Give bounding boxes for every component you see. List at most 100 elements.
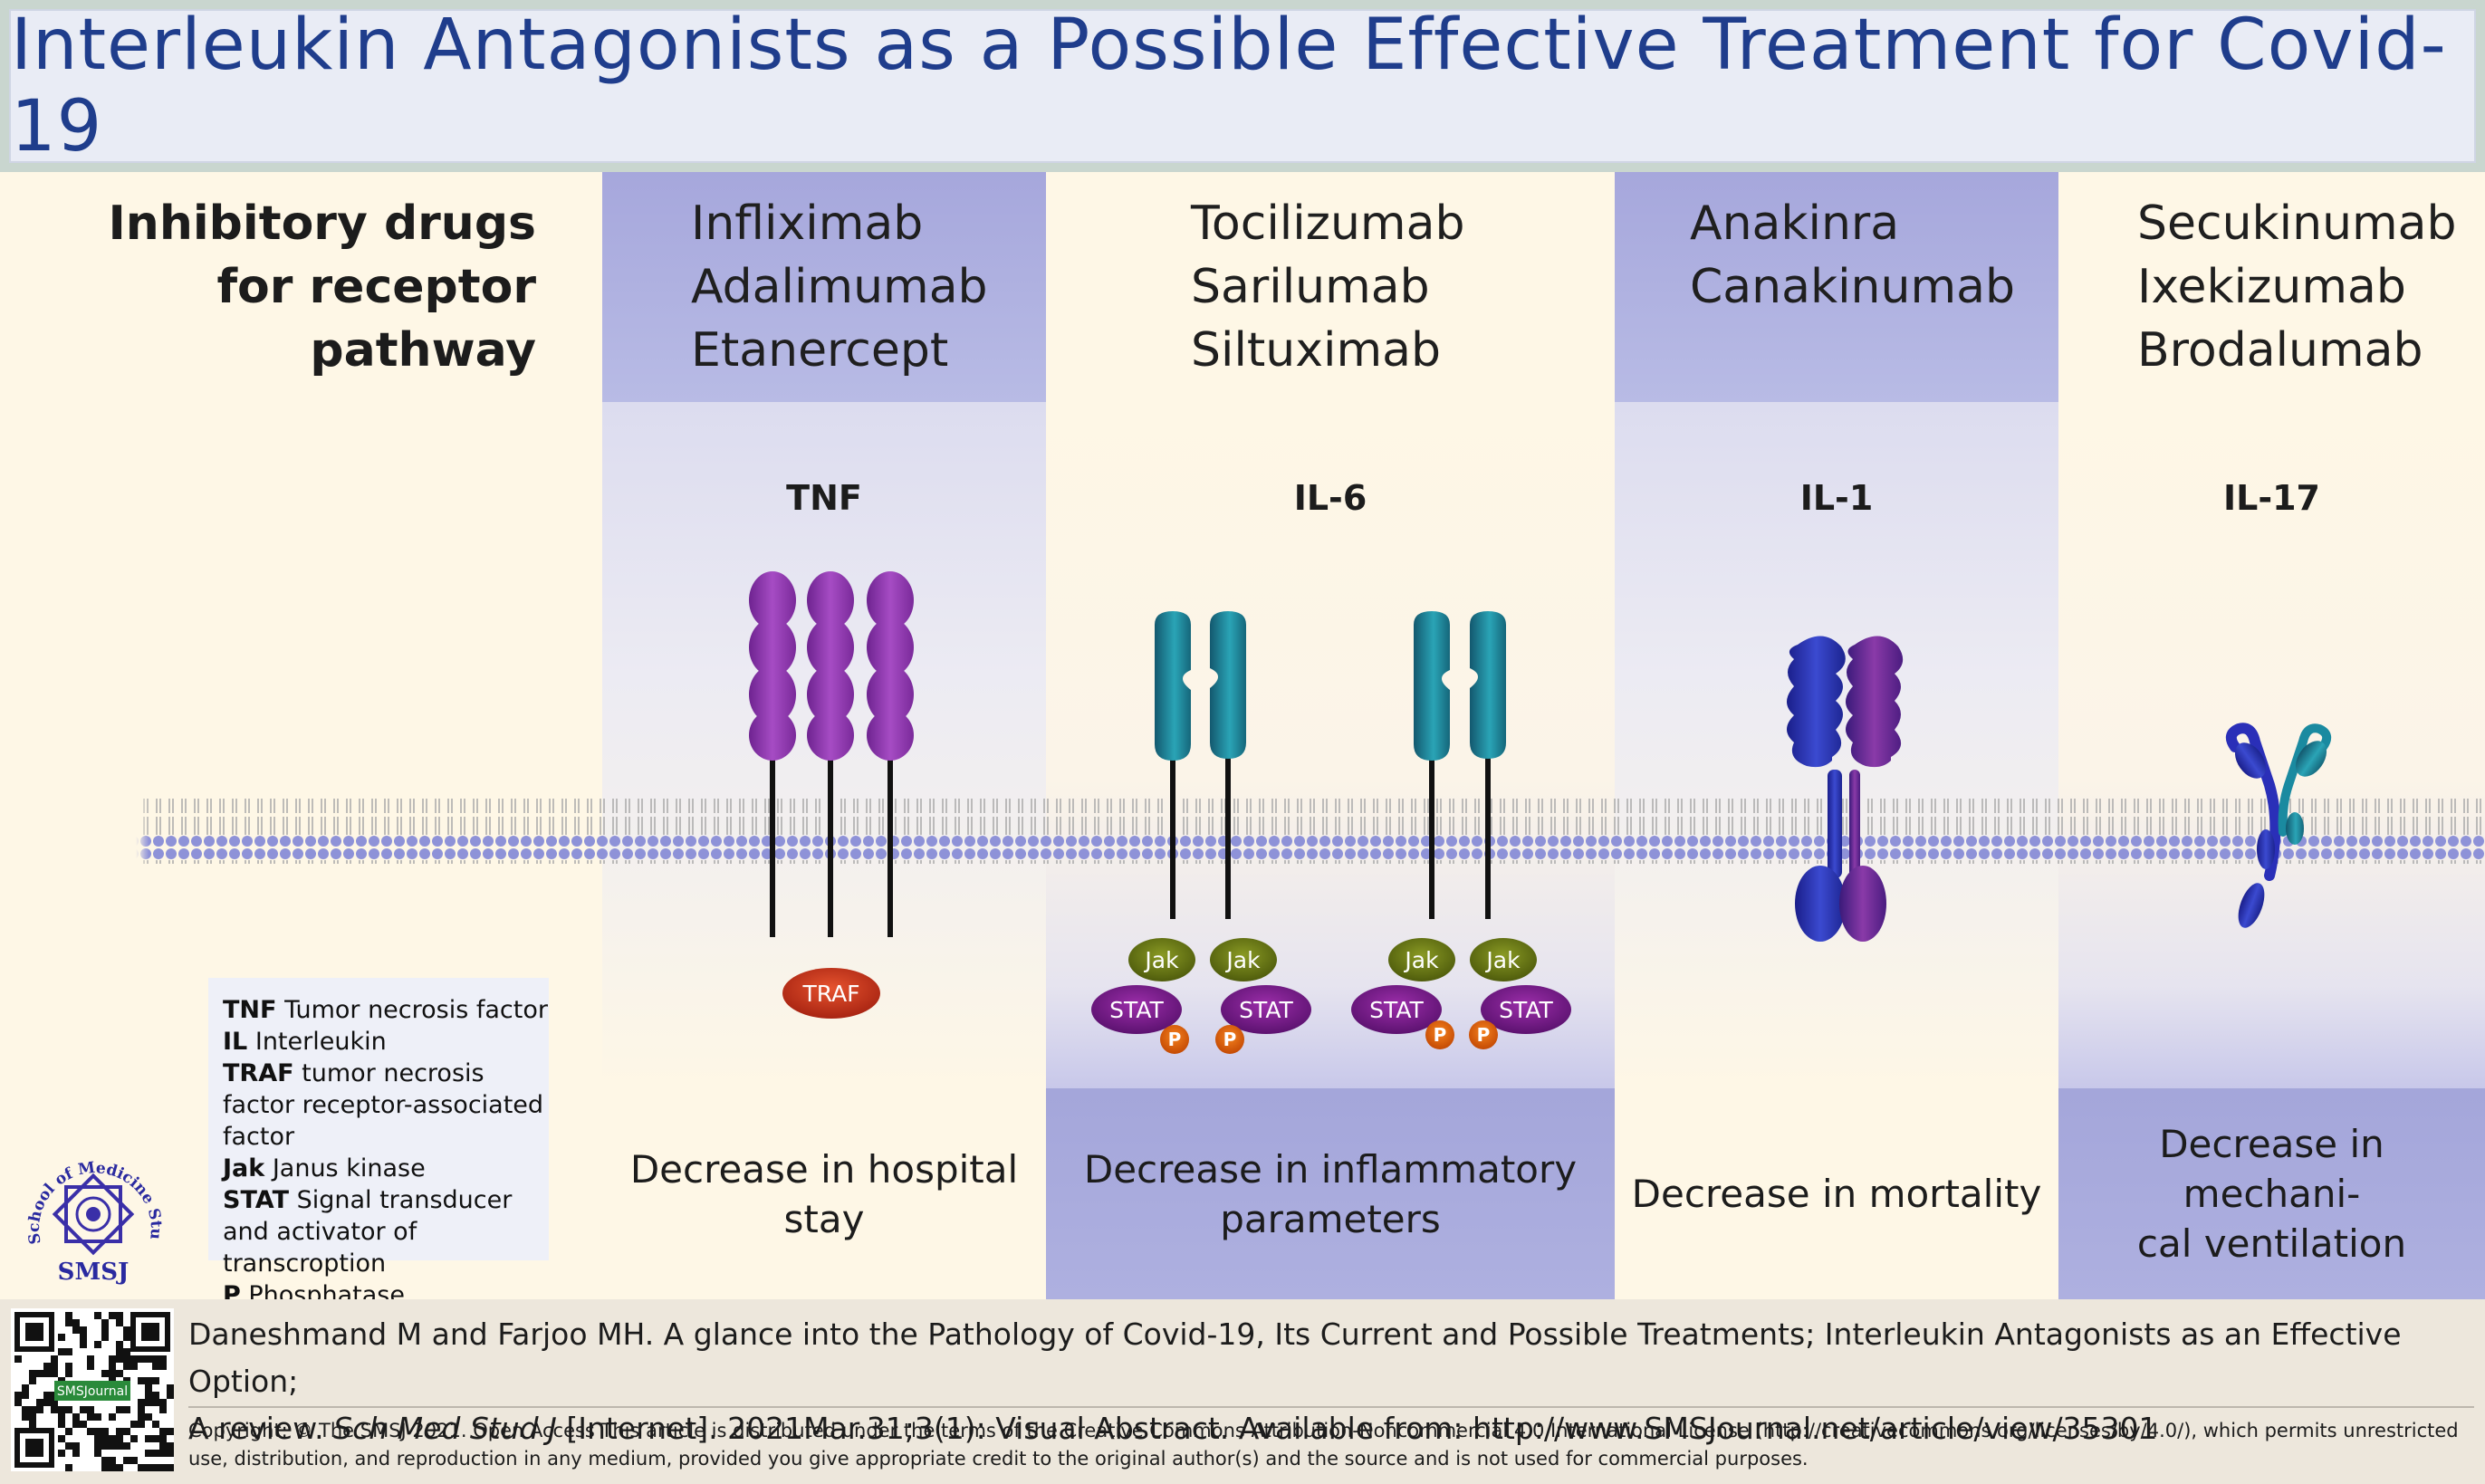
- qr-module: [36, 1370, 43, 1377]
- qr-module: [109, 1435, 116, 1442]
- qr-module: [123, 1348, 130, 1355]
- outcome-text: stay: [783, 1196, 865, 1241]
- qr-module: [138, 1464, 145, 1471]
- stat-label: STAT: [1369, 997, 1424, 1023]
- logo-initials: SMSJ: [58, 1259, 130, 1286]
- tnf-drug-header: Infliximab Adalimumab Etanercept: [602, 172, 1046, 402]
- qr-module: [159, 1428, 167, 1435]
- qr-module: [22, 1413, 29, 1421]
- qr-module: [65, 1348, 72, 1355]
- drug-list: Secukinumab Ixekizumab Brodalumab: [2137, 192, 2457, 382]
- drug-name: Ixekizumab: [2137, 260, 2406, 314]
- qr-module: [109, 1355, 116, 1363]
- qr-module: [101, 1370, 109, 1377]
- qr-module: [145, 1392, 152, 1399]
- qr-module: [101, 1442, 109, 1450]
- legend-item: STAT Signal transducer and activator of …: [223, 1184, 549, 1279]
- qr-module: [123, 1442, 130, 1450]
- qr-module: [94, 1450, 101, 1457]
- qr-label: SMSJournal: [57, 1384, 128, 1399]
- qr-module: [167, 1428, 174, 1435]
- footer: [0, 1299, 2485, 1484]
- qr-module: [14, 1355, 22, 1363]
- qr-module: [152, 1363, 159, 1370]
- outcome-text: Decrease in mechani-: [2159, 1122, 2384, 1216]
- qr-module: [152, 1399, 159, 1406]
- qr-module: [22, 1392, 29, 1399]
- jak-label: Jak: [1484, 947, 1521, 973]
- qr-module: [145, 1435, 152, 1442]
- drug-name: Tocilizumab: [1191, 196, 1465, 251]
- copyright: Copyright: © The SMSJ 2021. Open Access …: [188, 1420, 2459, 1470]
- qr-module: [94, 1413, 101, 1421]
- jak-marker: [1470, 938, 1537, 981]
- phosphate-label: P: [1168, 1029, 1182, 1050]
- outcome-text: Decrease in mortality: [1631, 1172, 2042, 1216]
- qr-module: [80, 1334, 87, 1341]
- qr-module: [51, 1399, 58, 1406]
- footer-divider: [188, 1406, 2474, 1408]
- qr-module: [123, 1457, 130, 1464]
- legend-item: IL Interleukin: [223, 1026, 549, 1058]
- il6-drug-header: Tocilizumab Sarilumab Siltuximab: [1046, 172, 1615, 402]
- qr-module: [43, 1392, 51, 1399]
- qr-module: [159, 1406, 167, 1413]
- qr-code[interactable]: SMSJournal: [11, 1308, 174, 1471]
- outcome-text: Decrease in inflammatory: [1083, 1146, 1578, 1192]
- legend-text: Interleukin: [254, 1028, 387, 1056]
- qr-module: [101, 1457, 109, 1464]
- legend-abbr: IL: [223, 1028, 248, 1056]
- citation-link[interactable]: [Internet]. 2021Mar.31;3(1): Visual Abst…: [556, 1411, 2158, 1446]
- qr-module: [152, 1392, 159, 1399]
- qr-module: [138, 1421, 145, 1428]
- traf-label: TRAF: [801, 981, 859, 1007]
- qr-module: [72, 1326, 80, 1334]
- qr-module: [167, 1384, 174, 1392]
- legend-text: Tumor necrosis factor: [284, 996, 548, 1024]
- qr-module: [130, 1421, 138, 1428]
- qr-module: [29, 1377, 36, 1384]
- page-title: Interleukin Antagonists as a Possible Ef…: [11, 5, 2447, 168]
- qr-module: [152, 1435, 159, 1442]
- qr-module: [167, 1442, 174, 1450]
- citation-line: Daneshmand M and Farjoo MH. A glance int…: [188, 1316, 2402, 1399]
- journal-name: Sch Med Stud J: [333, 1411, 557, 1446]
- stat-label: STAT: [1109, 997, 1164, 1023]
- qr-module: [65, 1464, 72, 1471]
- qr-module: [116, 1435, 123, 1442]
- row-label-line: Inhibitory drugs: [108, 196, 536, 251]
- qr-module: [159, 1450, 167, 1457]
- qr-module: [109, 1312, 116, 1319]
- qr-module: [51, 1370, 58, 1377]
- qr-module: [101, 1334, 109, 1341]
- qr-module: [36, 1399, 43, 1406]
- qr-module: [152, 1355, 159, 1363]
- legend-abbr: TNF: [223, 996, 277, 1024]
- smsj-logo[interactable]: School of Medicine Students' Journal SMS…: [14, 1136, 172, 1295]
- il17-band: [2058, 402, 2485, 1088]
- drug-name: Adalimumab: [691, 260, 988, 314]
- legend-abbr: STAT: [223, 1186, 289, 1214]
- stat-label: STAT: [1499, 997, 1553, 1023]
- drug-name: Sarilumab: [1191, 260, 1430, 314]
- qr-module: [65, 1319, 72, 1326]
- qr-module: [65, 1428, 72, 1435]
- qr-module: [159, 1355, 167, 1363]
- legend-text: Signal transducer and activator of trans…: [223, 1186, 513, 1278]
- citation: Daneshmand M and Farjoo MH. A glance int…: [188, 1311, 2471, 1452]
- qr-module: [145, 1384, 152, 1392]
- cell-membrane: [136, 799, 2485, 864]
- qr-module: [80, 1406, 87, 1413]
- jak-marker: [1128, 938, 1195, 981]
- qr-module: [145, 1377, 152, 1384]
- qr-module: [130, 1363, 138, 1370]
- qr-module: [43, 1363, 51, 1370]
- row-label-line: pathway: [310, 323, 536, 378]
- qr-module: [116, 1464, 123, 1471]
- qr-module: [58, 1413, 65, 1421]
- qr-module: [123, 1326, 130, 1334]
- qr-module: [72, 1442, 80, 1450]
- qr-module: [159, 1435, 167, 1442]
- tnf-receptor: TRAF: [749, 571, 914, 1019]
